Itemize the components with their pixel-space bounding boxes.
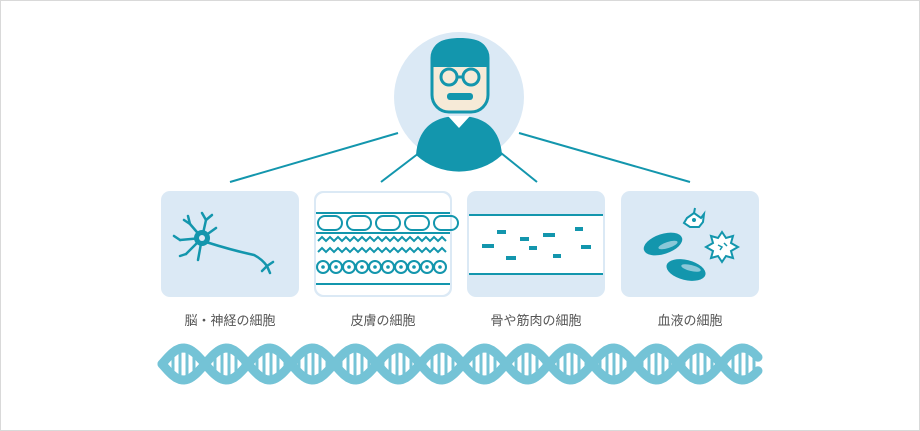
connector-lines [229, 132, 691, 183]
connector-line [380, 152, 420, 183]
blood-cells-icon [643, 207, 741, 281]
muscle-cell-panel [467, 191, 605, 297]
connector-line [500, 152, 538, 183]
cell-label-bone-muscle: 骨や筋肉の細胞 [490, 314, 582, 329]
connector-line [518, 132, 691, 183]
dna-helix-icon [157, 343, 763, 385]
cell-label-blood: 血液の細胞 [657, 314, 723, 329]
blood-cell-panel [621, 191, 759, 297]
neuron-cell-panel [161, 191, 299, 297]
person-with-glasses-icon [394, 32, 524, 172]
connector-line [229, 132, 399, 183]
skin-cell-panel [314, 191, 459, 297]
muscle-fiber-icon [469, 214, 603, 275]
skin-cells-icon [316, 212, 459, 285]
cell-label-skin: 皮膚の細胞 [350, 314, 416, 329]
cell-label-brain: 脳・神経の細胞 [184, 314, 276, 329]
